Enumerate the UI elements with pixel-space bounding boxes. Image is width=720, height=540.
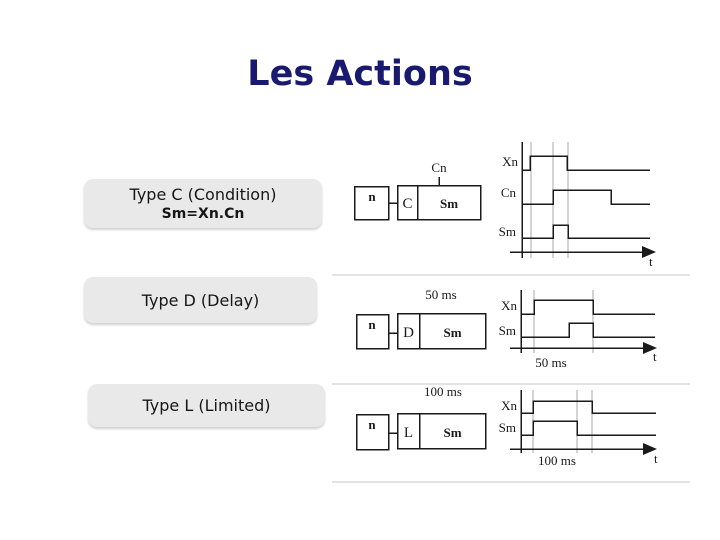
waveform-xn [521,299,655,315]
action-type-label: C [402,196,412,212]
signal-label-sm: Sm [499,420,516,435]
step-label: n [368,189,376,204]
waveform-sm [521,420,656,436]
waveform-sm [521,322,655,338]
type-l-label-box: Type L (Limited) [88,384,325,427]
type-l-label: Type L (Limited) [142,396,271,415]
action-output-label: Sm [443,425,461,440]
time-axis-arrow [643,443,657,455]
action-type-label: L [404,425,413,441]
action-output-label: Sm [440,196,458,211]
signal-label-xn: Xn [502,154,518,169]
time-axis-arrow [643,342,657,354]
type-d-diagram: 50 ms n D Sm Xn Sm t 50 ms [355,287,657,370]
action-type-label: D [403,325,414,341]
slide-title: Les Actions [247,54,473,94]
type-c-formula: Sm=Xn.Cn [161,205,245,222]
step-label: n [368,417,376,432]
time-axis-label: t [654,451,658,466]
type-d-label-box: Type D (Delay) [84,277,317,323]
action-block [396,184,482,221]
signal-label-sm: Sm [499,323,516,338]
section-separator [332,481,690,483]
waveform-xn [521,400,656,414]
type-d-label: Type D (Delay) [141,290,260,310]
type-l-diagram: 100 ms n L Sm Xn Sm t 100 ms [355,384,658,468]
signal-label-xn: Xn [501,398,517,413]
waveform-sm [522,224,650,239]
limit-param-label: 100 ms [424,384,462,399]
time-axis-label: t [649,254,653,269]
time-axis-label: t [653,349,657,364]
duration-label: 50 ms [535,355,566,370]
signal-label-cn: Cn [501,185,517,200]
waveform-cn [522,189,650,205]
type-c-diagram: n C Sm Cn Xn Cn Sm t [353,142,656,269]
step-label: n [368,317,376,332]
type-c-label-box: Type C (Condition) Sm=Xn.Cn [84,179,322,228]
signal-label-xn: Xn [501,298,517,313]
waveform-xn [522,155,650,171]
action-output-label: Sm [443,325,461,340]
action-block [396,312,487,350]
action-block [396,412,487,450]
delay-param-label: 50 ms [425,287,456,302]
signal-label-sm: Sm [499,224,516,239]
type-c-label: Type C (Condition) [129,184,277,204]
time-axis-arrow [642,246,656,258]
section-separator [332,383,690,385]
condition-label: Cn [431,160,447,175]
step-box [355,413,390,451]
duration-label: 100 ms [538,453,576,468]
section-separator [332,274,690,276]
step-box [355,313,390,350]
